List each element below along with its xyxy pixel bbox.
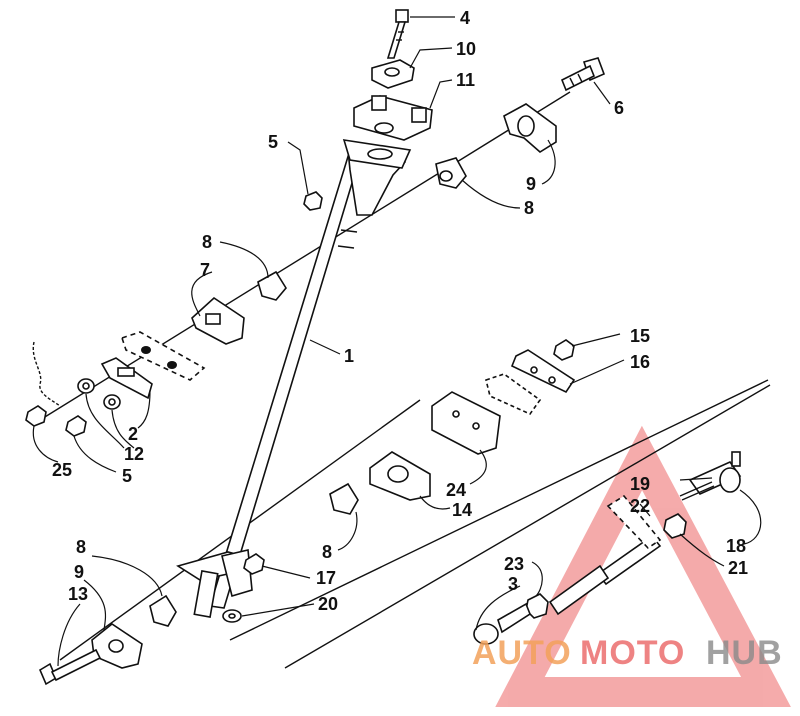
clamp-14 [369,451,431,501]
callout-25: 25 [52,460,72,480]
bushing-8-bottom [149,594,177,627]
steering-shaft [176,139,412,618]
bracket-2 [100,357,153,400]
bolt-4 [386,9,409,59]
callout-3: 3 [508,574,518,594]
callout-13: 13 [68,584,88,604]
callout-6: 6 [614,98,624,118]
block-11 [353,95,433,141]
leader-lines [32,16,762,667]
callout-9a: 9 [526,174,536,194]
callout-15: 15 [630,326,650,346]
callout-5a: 5 [268,132,278,152]
bushing-8-top [435,157,467,189]
callout-10: 10 [456,39,476,59]
clamp-9-top [503,103,557,153]
callout-23: 23 [504,554,524,574]
callout-21: 21 [728,558,748,578]
block-7 [191,296,245,345]
callout-8b: 8 [202,232,212,252]
callout-5b: 5 [122,466,132,486]
bushing-8-lower [329,482,359,515]
watermark-text: AUTO MOTO HUB [472,634,783,672]
clamp-9-bottom [91,623,143,669]
plate-24 [431,391,501,455]
bolt-13 [38,648,102,686]
gasket-dashed [485,373,542,415]
callout-22: 22 [630,496,650,516]
bushing-8-mid [257,270,287,301]
plate-16 [510,349,576,394]
callout-2: 2 [128,424,138,444]
callout-8c: 8 [322,542,332,562]
cotter-pin-19 [679,481,715,501]
watermark-hub: HUB [706,634,783,672]
callout-11: 11 [456,70,475,90]
callout-9b: 9 [74,562,84,582]
callout-7: 7 [200,260,210,280]
nut-5-top [303,191,323,211]
ball-joint-3 [473,602,531,645]
tie-rod-23 [548,564,610,616]
callout-4: 4 [460,8,470,28]
callout-20: 20 [318,594,338,614]
plate-dashed [120,331,206,381]
callout-24: 24 [446,480,466,500]
callout-17: 17 [316,568,336,588]
callout-16: 16 [630,352,650,372]
callout-8a: 8 [524,198,534,218]
jam-nut-21 [663,513,687,539]
nut-17 [243,553,265,575]
callout-12: 12 [124,444,144,464]
cable [32,341,61,407]
callout-19: 19 [630,474,650,494]
washer-20 [222,609,242,623]
nut-25 [25,405,47,427]
nut-15 [553,339,575,361]
nut-5-left [65,415,87,437]
bolt-6 [560,57,606,92]
washers-12 [77,378,121,410]
watermark-logo-triangle [495,425,791,707]
callout-8d: 8 [76,537,86,557]
clamp-10 [371,59,415,89]
callout-18: 18 [726,536,746,556]
callout-labels: 4 10 11 6 5 9 8 8 7 1 15 16 2 12 25 5 24… [52,8,748,614]
callout-14: 14 [452,500,472,520]
watermark-auto: AUTO [472,634,572,672]
watermark-moto: MOTO [580,634,685,672]
callout-1: 1 [344,346,354,366]
